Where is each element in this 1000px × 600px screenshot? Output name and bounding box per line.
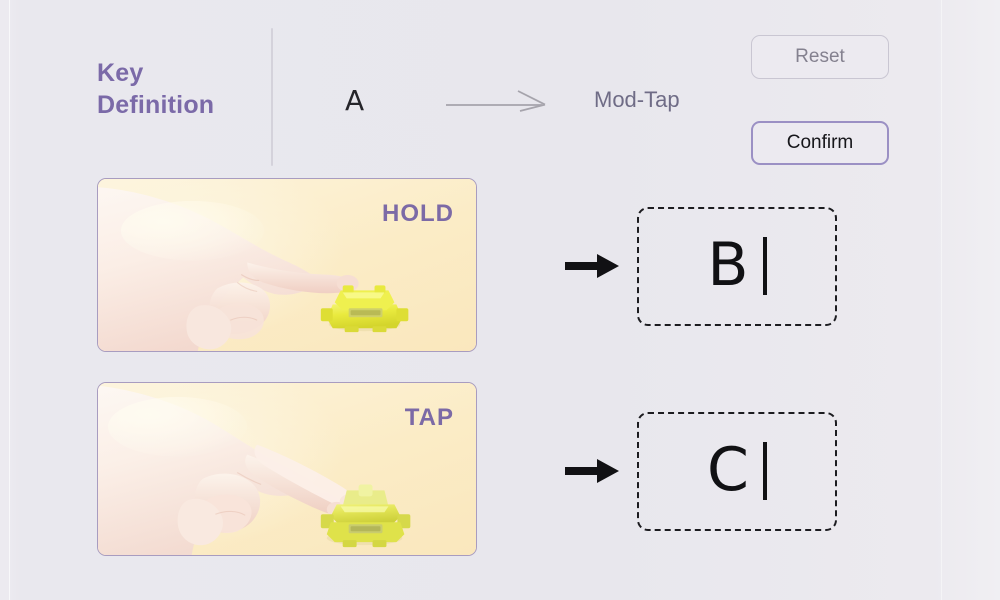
- tap-output-field[interactable]: C: [637, 412, 837, 531]
- hold-output-caret: [762, 236, 767, 295]
- right-edge-highlight: [941, 0, 942, 600]
- hold-output-field-content: B: [639, 209, 835, 324]
- header-divider: [271, 28, 273, 166]
- hand-tapping-yellow-mechanical-switch: [98, 385, 411, 555]
- hold-output-value: B: [707, 229, 749, 300]
- page-title-line1: Key: [97, 59, 144, 87]
- tap-output-value: C: [707, 434, 749, 505]
- tap-panel-label: TAP: [404, 404, 454, 431]
- confirm-button[interactable]: Confirm: [751, 121, 889, 165]
- hold-illustration-panel: HOLD: [97, 178, 477, 352]
- target-mode-label: Mod-Tap: [594, 87, 680, 112]
- hold-panel-label: HOLD: [382, 200, 454, 227]
- bold-right-arrow-icon: [565, 254, 619, 278]
- page-title-line2: Definition: [97, 91, 215, 119]
- bold-right-arrow-icon: [565, 459, 619, 483]
- hold-output-field[interactable]: B: [637, 207, 837, 326]
- long-right-arrow-icon: [446, 90, 546, 112]
- reset-button[interactable]: Reset: [751, 35, 889, 79]
- tap-illustration-panel: TAP: [97, 382, 477, 556]
- hand-pressing-and-holding-yellow-mechanical-switch: [98, 187, 409, 351]
- tap-output-field-content: C: [639, 414, 835, 529]
- page-title: Key Definition: [97, 57, 214, 121]
- source-key-label: A: [345, 84, 365, 117]
- tap-output-caret: [762, 441, 767, 500]
- left-edge-highlight: [9, 0, 10, 600]
